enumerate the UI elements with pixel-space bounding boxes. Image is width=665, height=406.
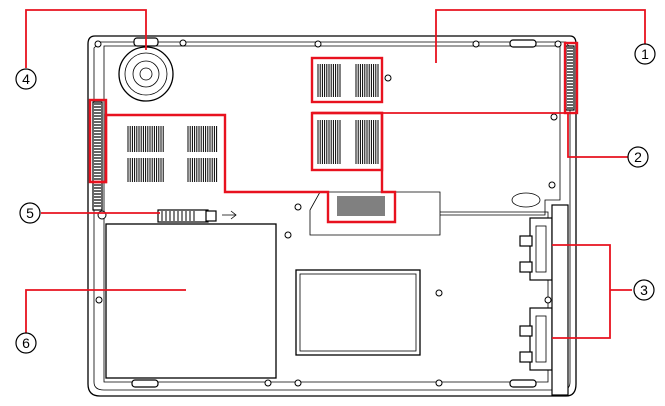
battery-latch — [158, 210, 236, 222]
callout-4: 4 — [16, 69, 36, 89]
svg-text:2: 2 — [634, 149, 642, 165]
svg-text:3: 3 — [640, 282, 648, 298]
right-port — [566, 46, 574, 110]
svg-text:4: 4 — [22, 71, 30, 87]
callout-3: 3 — [634, 280, 654, 300]
callout-1: 1 — [635, 44, 655, 64]
memory-slots — [520, 205, 568, 395]
callout-5: 5 — [20, 203, 40, 223]
side-port — [93, 102, 102, 210]
battery-pack — [106, 224, 276, 378]
svg-text:1: 1 — [641, 46, 649, 62]
callout-2: 2 — [628, 147, 648, 167]
hdd-cover — [296, 270, 420, 355]
svg-text:5: 5 — [26, 205, 34, 221]
callout-6: 6 — [16, 333, 36, 353]
svg-text:6: 6 — [22, 335, 30, 351]
